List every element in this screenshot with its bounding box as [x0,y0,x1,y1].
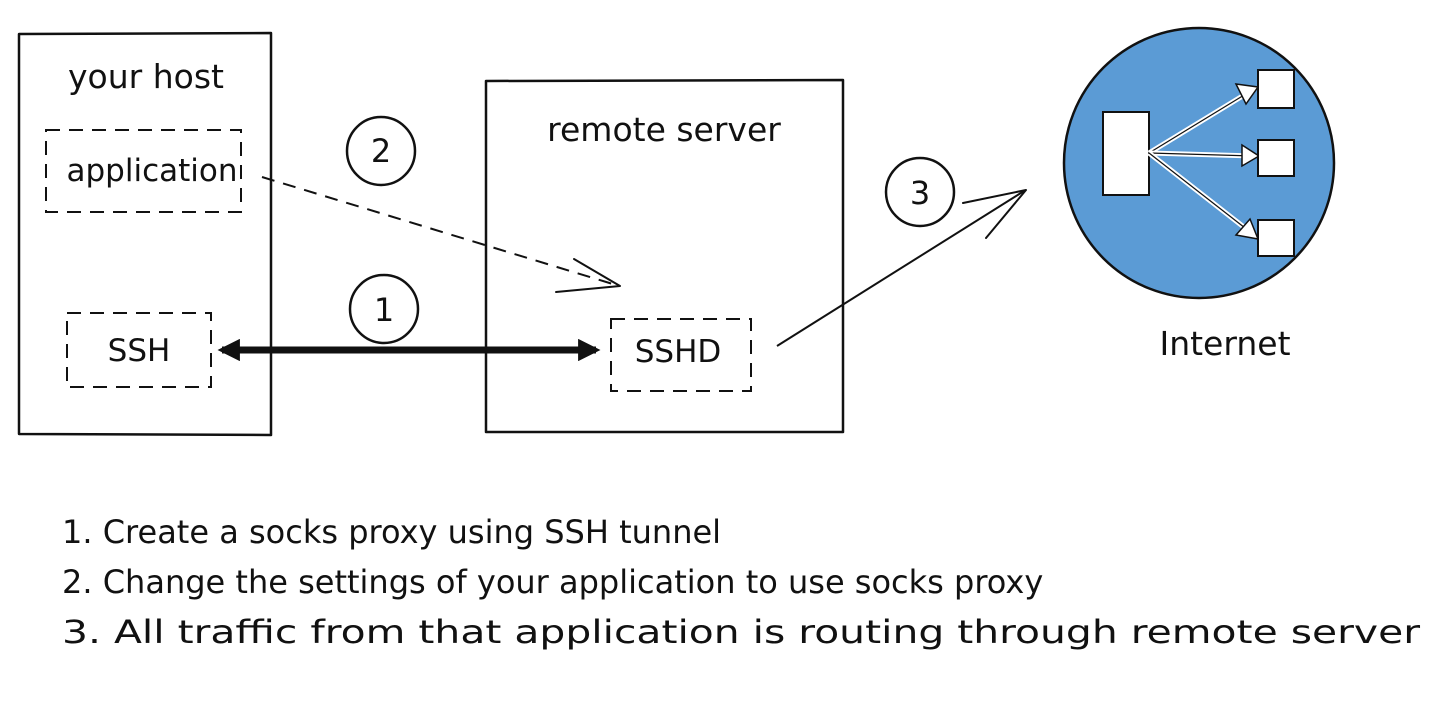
marker-3-label: 3 [910,174,930,212]
sshd-box: SSHD [610,318,752,392]
steps-list: 1. Create a socks proxy using SSH tunnel… [62,513,1421,651]
ssh-label: SSH [108,333,171,369]
application-label: application [67,153,238,189]
marker-3: 3 [884,156,956,228]
host-box: your host application SSH [17,31,273,437]
step-2: 2. Change the settings of your applicati… [62,563,1043,601]
marker-1: 1 [348,273,420,345]
marker-2-label: 2 [371,132,391,170]
server-title: remote server [547,110,781,149]
server-box: remote server SSHD [484,78,845,434]
internet-label: Internet [1159,324,1290,363]
marker-2: 2 [345,115,417,187]
network-fanout-icon [1102,69,1295,257]
marker-1-label: 1 [374,291,394,329]
step-3: 3. All traffic from that application is … [62,613,1421,651]
internet-globe: Internet [1062,26,1336,363]
sshd-label: SSHD [635,334,722,370]
ssh-box: SSH [66,312,212,388]
app-to-server-dashed-arrow [261,176,621,293]
host-title: your host [68,57,224,96]
sshd-to-internet-arrow [776,189,1027,347]
application-box: application [45,129,242,213]
step-1: 1. Create a socks proxy using SSH tunnel [62,513,721,551]
